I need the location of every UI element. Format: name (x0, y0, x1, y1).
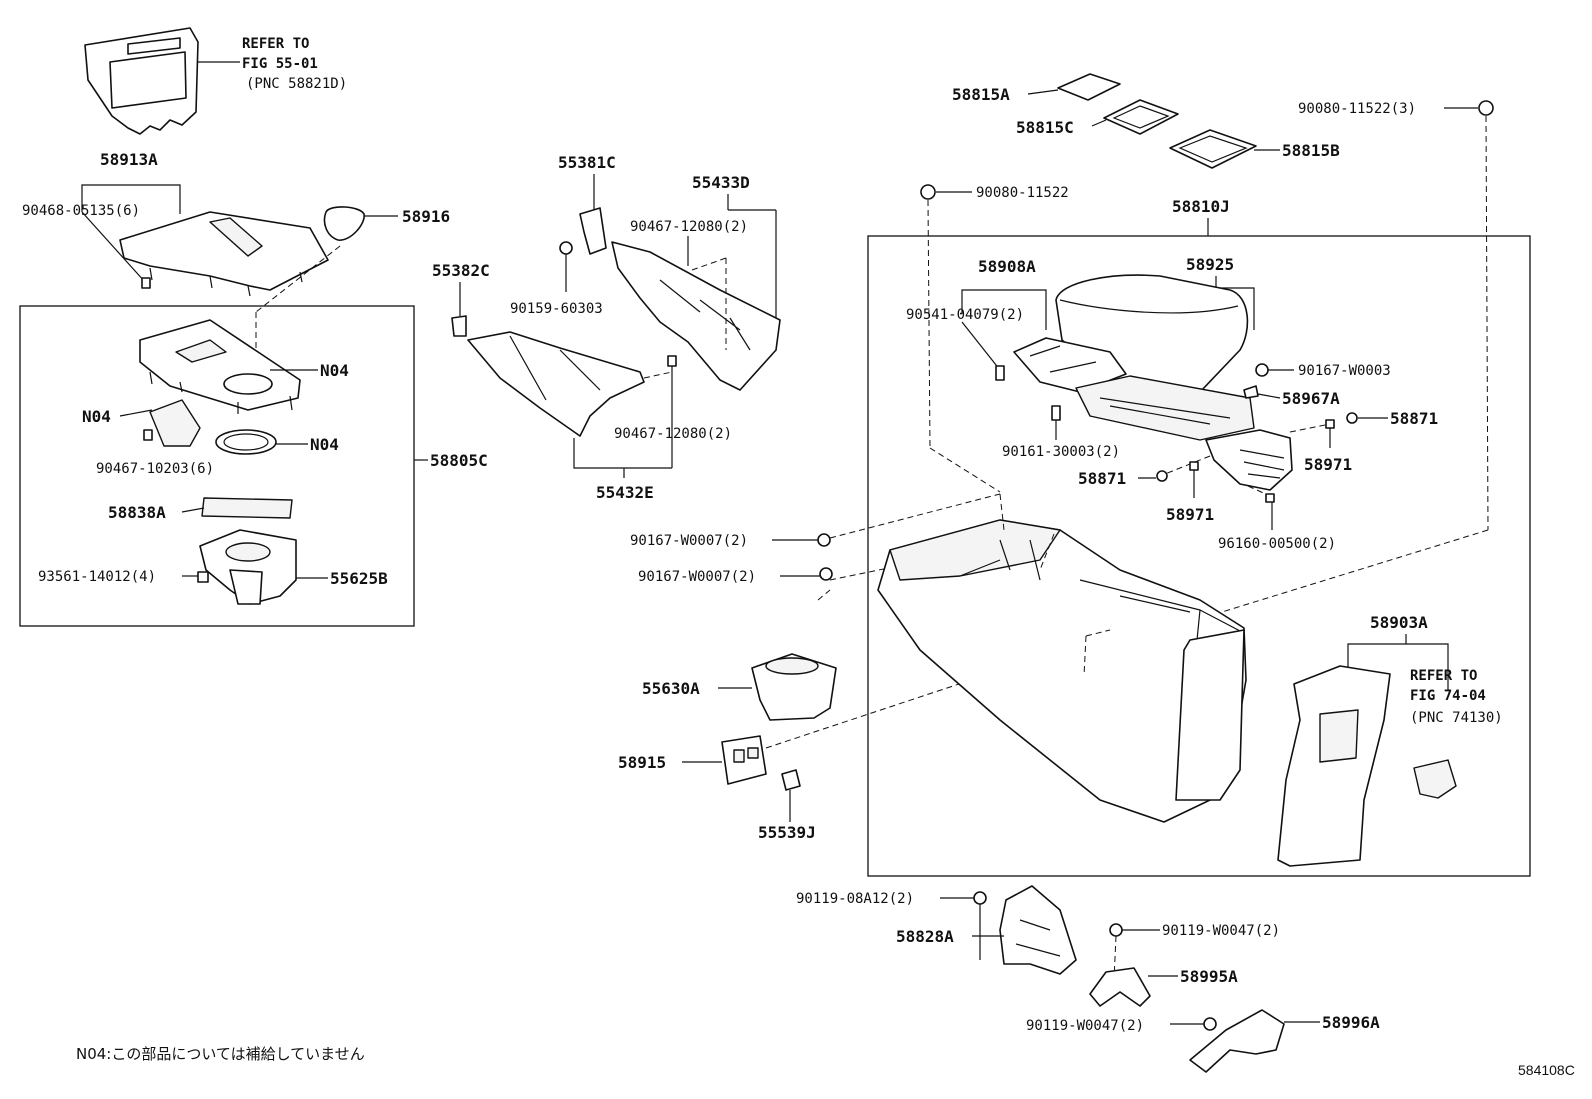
part-58815B: 58815B (1282, 141, 1340, 160)
part-55630A: 55630A (642, 679, 700, 698)
part-96160-00500: 96160-00500(2) (1218, 536, 1336, 552)
bracket-58996A-part (1189, 1009, 1285, 1073)
usb-cap-part (781, 769, 801, 791)
part-58916: 58916 (402, 207, 450, 226)
part-58871-right: 58871 (1390, 409, 1438, 428)
console-body-part (877, 519, 1247, 823)
shift-upper-panel-part (119, 211, 329, 297)
label-n04-upper: N04 (320, 361, 349, 380)
cup-holder-insert-part (751, 653, 837, 721)
mat-part (201, 497, 293, 519)
cup-holder-part (199, 529, 297, 605)
bezel-panel-part (84, 27, 199, 135)
part-58995A: 58995A (1180, 967, 1238, 986)
part-58815A: 58815A (952, 85, 1010, 104)
refer-fig-55-line2: FIG 55-01 (242, 56, 318, 72)
part-58967A: 58967A (1282, 389, 1340, 408)
part-58828A: 58828A (896, 927, 954, 946)
pocket-cover-part (1413, 759, 1457, 799)
refer-fig-55-line1: REFER TO (242, 36, 309, 52)
part-90119-W0047-b: 90119-W0047(2) (1026, 1018, 1144, 1034)
refer-fig-74-line1: REFER TO (1410, 668, 1477, 684)
bracket-55381C (579, 207, 607, 255)
part-90541-04079: 90541-04079(2) (906, 307, 1024, 323)
mat-58815C-part (1103, 99, 1179, 135)
mat-58815A-part (1057, 73, 1121, 101)
side-cover-part (467, 331, 645, 437)
part-55382C: 55382C (432, 261, 490, 280)
part-58908A: 58908A (978, 257, 1036, 276)
part-58996A: 58996A (1322, 1013, 1380, 1032)
label-n04-ring: N04 (310, 435, 339, 454)
part-58838A: 58838A (108, 503, 166, 522)
part-58871-left: 58871 (1078, 469, 1126, 488)
part-58913A: 58913A (100, 150, 158, 169)
bracket-58995A-part (1089, 967, 1151, 1007)
part-90119-08A12: 90119-08A12(2) (796, 891, 914, 907)
part-90080-11522: 90080-11522 (976, 185, 1069, 201)
part-58903A: 58903A (1370, 613, 1428, 632)
part-93561-14012: 93561-14012(4) (38, 569, 156, 585)
part-55433D: 55433D (692, 173, 750, 192)
part-55432E: 55432E (596, 483, 654, 502)
part-90467-10203: 90467-10203(6) (96, 461, 214, 477)
part-58810J: 58810J (1172, 197, 1230, 216)
refer-fig-74-line2: FIG 74-04 (1410, 688, 1486, 704)
part-90468-05135: 90468-05135(6) (22, 203, 140, 219)
part-90167-W0007-b: 90167-W0007(2) (638, 569, 756, 585)
part-55381C: 55381C (558, 153, 616, 172)
inner-tray-part (149, 399, 201, 447)
hinge-part (1013, 337, 1127, 393)
lock-assembly-part (1205, 429, 1293, 491)
part-58815C: 58815C (1016, 118, 1074, 137)
part-58915: 58915 (618, 753, 666, 772)
group-box-58810J (867, 235, 1531, 877)
inner-lid-part (1075, 375, 1255, 441)
part-90467-12080-bottom: 90467-12080(2) (614, 426, 732, 442)
footnote-n04: N04:この部品については補給していません (76, 1045, 365, 1063)
part-58971-right: 58971 (1304, 455, 1352, 474)
part-58805C: 58805C (430, 451, 488, 470)
part-90467-12080-top: 90467-12080(2) (630, 219, 748, 235)
part-90159-60303: 90159-60303 (510, 301, 603, 317)
refer-fig-74-line3: (PNC 74130) (1410, 710, 1503, 726)
part-90167-W0007-a: 90167-W0007(2) (630, 533, 748, 549)
part-90080-11522-3: 90080-11522(3) (1298, 101, 1416, 117)
part-58971-left: 58971 (1166, 505, 1214, 524)
part-58925: 58925 (1186, 255, 1234, 274)
console-upper-panel-part (139, 319, 301, 414)
label-n04-left: N04 (82, 407, 111, 426)
part-90119-W0047-a: 90119-W0047(2) (1162, 923, 1280, 939)
refer-fig-55-line3: (PNC 58821D) (246, 76, 347, 92)
part-90167-W0003: 90167-W0003 (1298, 363, 1391, 379)
diagram-code: 584108C (1518, 1062, 1575, 1078)
part-55539J: 55539J (758, 823, 816, 842)
group-box-58805C (19, 305, 415, 627)
ring-gasket-part (323, 206, 365, 241)
part-90161-30003: 90161-30003(2) (1002, 444, 1120, 460)
part-55625B: 55625B (330, 569, 388, 588)
mat-58815B-part (1169, 129, 1257, 169)
side-bracket-part (611, 241, 781, 391)
side-trim-part (1277, 665, 1391, 867)
power-outlet-part (721, 735, 767, 785)
bracket-58828A-part (999, 885, 1077, 975)
